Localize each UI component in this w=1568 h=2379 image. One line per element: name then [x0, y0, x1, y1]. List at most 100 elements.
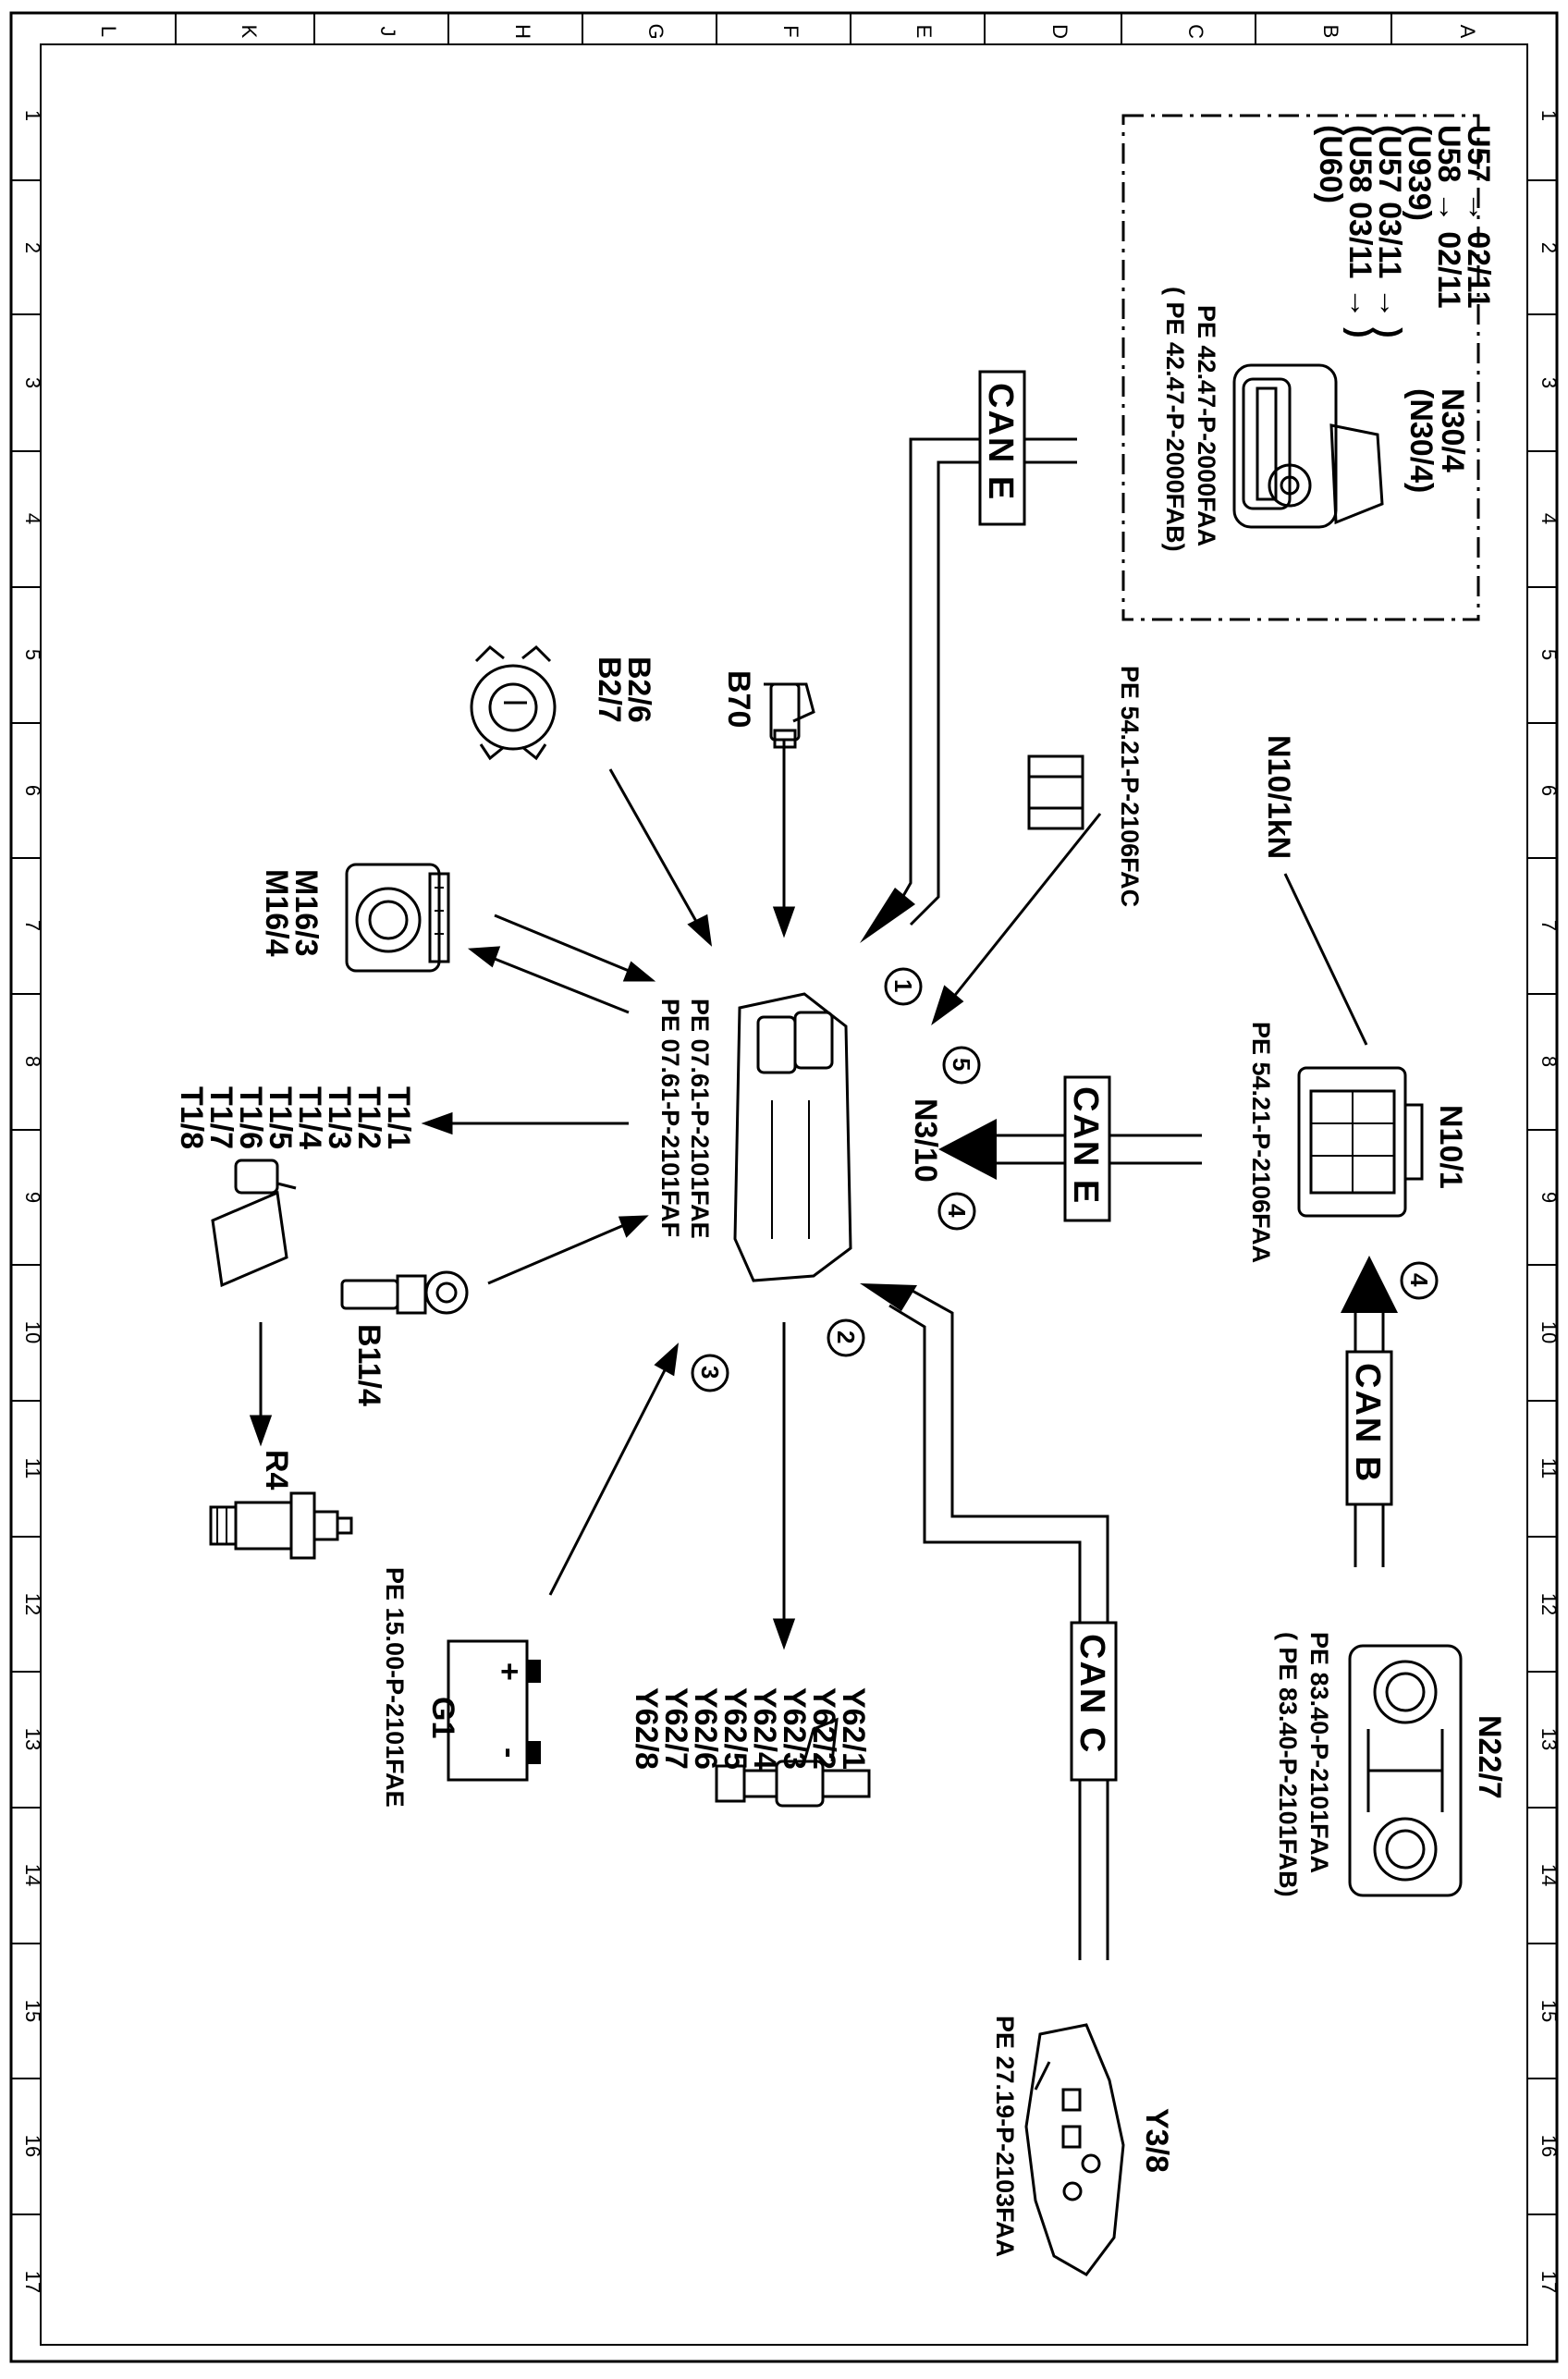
grid-number: 15 — [1537, 2000, 1561, 2022]
callout-2: 2 — [832, 1331, 860, 1343]
variant-line: (U60) — [1313, 125, 1348, 203]
transmission-control-icon — [1024, 2023, 1125, 2276]
grid-number: 11 — [1537, 1458, 1561, 1479]
inner-border — [40, 43, 1528, 2346]
t1-label: T1/5 — [263, 1086, 298, 1149]
climate-control-icon — [1348, 1644, 1463, 1897]
variant-box-frame — [1121, 114, 1480, 621]
can-b-label: CAN B — [1348, 1363, 1387, 1483]
grid-number: 12 — [21, 1593, 44, 1615]
callout-4: 4 — [943, 1204, 971, 1218]
n10-1-ref: PE 54.21-P-2106FAA — [1247, 1022, 1275, 1263]
b70-label: B70 — [721, 670, 756, 728]
grid-number: 7 — [21, 920, 44, 931]
variant-line: (U58 03/11 → ) — [1342, 125, 1378, 338]
grid-letter: D — [1048, 24, 1072, 39]
t1-label: T1/3 — [322, 1086, 357, 1149]
grid-number: 16 — [21, 2135, 44, 2157]
signal-arrows — [249, 740, 1368, 1650]
grid-number: 6 — [1537, 785, 1561, 796]
t1-label: T1/1 — [381, 1086, 416, 1149]
battery-plus: + — [492, 1662, 527, 1681]
grid-letter: L — [97, 26, 120, 37]
callout-4-can-b: 4 — [1405, 1273, 1433, 1287]
can-e-mid-bus: CAN E — [938, 1075, 1202, 1222]
engine-control-unit-icon — [733, 992, 852, 1282]
grid-number: 2 — [1537, 242, 1561, 253]
callout-1: 1 — [889, 979, 917, 992]
grid-number: 8 — [1537, 1056, 1561, 1067]
grid-number: 2 — [21, 242, 44, 253]
coolant-temp-sensor-icon — [340, 1270, 469, 1315]
grid-number: 17 — [21, 2271, 44, 2293]
grid-number: 17 — [1537, 2271, 1561, 2293]
callout-circles: 1 5 4 4 2 3 — [691, 967, 1439, 1392]
m16-4-label: M16/4 — [259, 869, 294, 957]
grid-letter: C — [1184, 24, 1207, 39]
grid-numbers-right: 1 2 3 4 5 6 7 8 9 10 11 12 13 14 15 16 1… — [1537, 110, 1561, 2293]
grid-number: 11 — [21, 1458, 44, 1479]
grid-number: 12 — [1537, 1593, 1561, 1615]
can-b-bus: CAN B — [1341, 1256, 1398, 1567]
grid-numbers-left: 1 2 3 4 5 6 7 8 9 10 11 12 13 14 15 16 1… — [21, 110, 44, 2293]
grid-number: 9 — [21, 1192, 44, 1203]
y62-label: Y62/1 — [836, 1687, 871, 1770]
grid-number: 5 — [1537, 649, 1561, 660]
grid-number: 4 — [21, 513, 44, 524]
g1-label: G1 — [425, 1697, 460, 1738]
esp-unit-icon — [1232, 363, 1384, 529]
grid-number: 10 — [1537, 1321, 1561, 1343]
grid-letter: G — [644, 23, 668, 39]
r4-label: R4 — [259, 1450, 294, 1490]
grid-letters: L K J H G F E D C B A — [97, 23, 1479, 39]
y62-label: Y62/7 — [658, 1687, 693, 1770]
t1-label: T1/2 — [351, 1086, 386, 1149]
grid-number: 8 — [21, 1056, 44, 1067]
grid-number: 13 — [1537, 1728, 1561, 1750]
y3-8-label: Y3/8 — [1139, 2108, 1174, 2173]
n3-10-ref: PE 07.61-P-2101FAE — [686, 999, 714, 1239]
n10-1-label: N10/1 — [1433, 1105, 1468, 1189]
n30-4-ref-alt: ( PE 42.47-P-2000FAB) — [1161, 287, 1189, 552]
can-c-bus: CAN C — [860, 1283, 1118, 1960]
b11-4-label: B11/4 — [351, 1324, 386, 1406]
grid-number: 4 — [1537, 513, 1561, 524]
grid-number: 10 — [21, 1321, 44, 1343]
variant-line: U57 → 02/11 — [1461, 125, 1496, 308]
n3-10-ref-alt: PE 07.61-P-2101FAF — [656, 999, 684, 1237]
grid-letter: A — [1456, 25, 1479, 39]
outer-frame — [9, 11, 1559, 2363]
m16-3-label: M16/3 — [288, 869, 324, 957]
grid-letter: B — [1319, 25, 1342, 39]
grid-number: 14 — [1537, 1864, 1561, 1886]
grid-number: 15 — [21, 2000, 44, 2022]
t1-ignition-coil-list: T1/1 T1/2 T1/3 T1/4 T1/5 T1/6 T1/7 T1/8 — [174, 1086, 416, 1149]
b2-6-label: B2/6 — [621, 656, 656, 723]
grid-number: 3 — [1537, 377, 1561, 388]
can-e-top-label: CAN E — [981, 383, 1020, 501]
t1-label: T1/4 — [292, 1086, 327, 1149]
battery-icon: + - — [447, 1639, 541, 1782]
b2-7-label: B2/7 — [592, 656, 627, 723]
n30-4-ref: PE 42.47-P-2000FAA — [1193, 305, 1220, 546]
grid-number: 1 — [21, 110, 44, 121]
can-c-label: CAN C — [1072, 1634, 1111, 1754]
grid-number: 16 — [1537, 2135, 1561, 2157]
y62-label: Y62/8 — [629, 1687, 664, 1770]
grid-letter: K — [238, 25, 261, 39]
crankshaft-sensor-icon — [764, 682, 815, 749]
ignition-coil-icon — [211, 1159, 297, 1288]
grid-number: 13 — [21, 1728, 44, 1750]
n22-7-label: N22/7 — [1472, 1715, 1507, 1799]
y3-8-ref: PE 27.19-P-2103FAA — [991, 2016, 1019, 2257]
t1-label: T1/6 — [233, 1086, 268, 1149]
grid-letter: J — [376, 27, 399, 37]
battery-minus: - — [492, 1747, 527, 1758]
grid-letter: H — [511, 24, 534, 39]
spark-plug-icon — [209, 1491, 353, 1560]
n10-1kn-ref: PE 54.21-P-2106FAC — [1116, 666, 1144, 907]
fuel-injector-icon — [715, 1717, 871, 1808]
hot-film-maf-icon — [470, 644, 557, 761]
